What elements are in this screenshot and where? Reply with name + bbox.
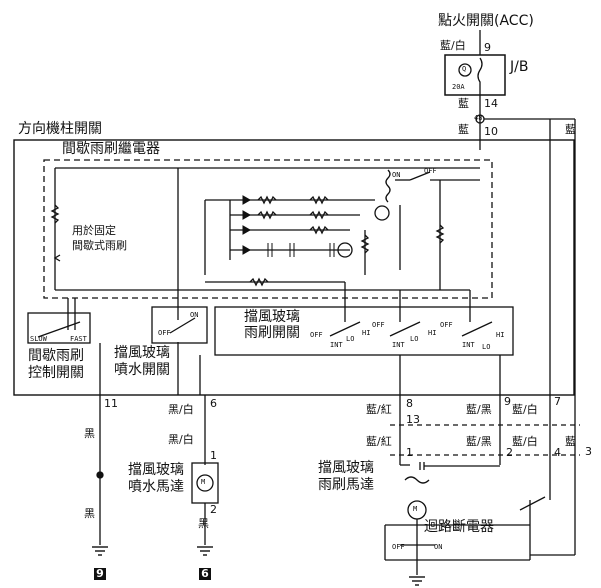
- label-blue-red-2: 藍/紅: [366, 435, 392, 448]
- wiper-switch-title: 擋風玻璃 雨刷開關: [244, 309, 300, 342]
- column-switch-box: [13, 139, 575, 396]
- fuse-rating: 20A: [452, 83, 465, 91]
- wiper-hi-2: HI: [428, 329, 437, 337]
- label-blue-right: 藍: [565, 123, 576, 136]
- wiper-switch-box: [214, 306, 514, 356]
- label-blue-black-2: 藍/黑: [466, 435, 492, 448]
- pin-8: 8: [406, 397, 413, 410]
- park-on-label: ON: [434, 543, 443, 551]
- ground-symbol: [92, 546, 425, 586]
- pin-label: 14: [484, 97, 498, 110]
- ground-9: 9: [94, 568, 106, 580]
- wiper-hi-1: HI: [362, 329, 371, 337]
- label-blue-white-2: 藍/白: [512, 435, 538, 448]
- junction-label: 48: [474, 114, 483, 122]
- relay-title: 間歇雨刷繼電器: [62, 141, 160, 157]
- pin-1a: 1: [210, 449, 217, 462]
- washer-off-label: OFF: [158, 329, 171, 337]
- label-black-bottom: 黑: [198, 517, 209, 530]
- breaker-title: 迴路斷電器: [424, 519, 494, 535]
- wiper-int-1: INT: [330, 341, 343, 349]
- relay-off-label: OFF: [424, 167, 437, 175]
- wiper-int-2: INT: [392, 341, 405, 349]
- intermittent-knob: [37, 321, 81, 338]
- diagram-title: 點火開關(ACC): [438, 13, 534, 29]
- slow-label: SLOW: [30, 335, 47, 343]
- park-off-label: OFF: [392, 543, 405, 551]
- resistor-r1: [50, 204, 60, 224]
- washer-switch-title: 擋風玻璃 噴水開關: [114, 345, 170, 378]
- jb-label: J/B: [510, 59, 529, 75]
- label-black-2: 黑: [84, 507, 95, 520]
- resistor-r4: [309, 195, 329, 205]
- intermittent-switch-box: [27, 312, 91, 344]
- label-blue-2: 藍: [565, 435, 576, 448]
- fixed-note: 用於固定 間歇式雨刷: [72, 224, 127, 252]
- fuse-element: [477, 57, 483, 95]
- washer-on-label: ON: [190, 311, 199, 319]
- capacitor-bank: [267, 243, 335, 257]
- ground-6: 6: [199, 568, 211, 580]
- washer-switch-box: [151, 306, 208, 344]
- pin-7: 7: [554, 395, 561, 408]
- pin-3: 3: [585, 445, 592, 458]
- pin-1b: 1: [406, 446, 413, 459]
- wiper-park-switch: [519, 496, 546, 511]
- relay-contact: [409, 171, 431, 181]
- label-blue-white-1: 藍/白: [512, 403, 538, 416]
- relay-coil: [385, 169, 391, 203]
- wiper-lo-3: LO: [482, 343, 491, 351]
- pin-13: 13: [406, 413, 420, 426]
- wiper-lo-1: LO: [346, 335, 355, 343]
- pin-label: 10: [484, 125, 498, 138]
- wiper-motor-field: [404, 476, 430, 484]
- intermittent-switch-title: 間歇雨刷 控制開關: [28, 348, 84, 381]
- label-blue-white-top: 藍/白: [440, 39, 466, 52]
- wiper-off-1: OFF: [310, 331, 323, 339]
- fuse-symbol-label: Q: [462, 65, 467, 73]
- resistor-r5: [309, 210, 329, 220]
- label-blue-black-1: 藍/黑: [466, 403, 492, 416]
- pin-11: 11: [104, 397, 118, 410]
- wiper-contact-1: [329, 321, 361, 337]
- diode-array: [242, 195, 252, 255]
- washer-motor-m: M: [201, 478, 206, 486]
- label-blue-jb: 藍: [458, 97, 469, 110]
- transistor-q1: [374, 205, 390, 221]
- pin-label: 9: [484, 41, 491, 54]
- wiper-off-2: OFF: [372, 321, 385, 329]
- washer-motor-symbol: [196, 474, 214, 492]
- washer-contact: [169, 317, 196, 334]
- resistor-r6: [309, 225, 329, 235]
- pin-2a: 2: [210, 503, 217, 516]
- label-blue-feed: 藍: [458, 123, 469, 136]
- wiper-hi-3: HI: [496, 331, 505, 339]
- resistor-r3: [257, 210, 277, 220]
- wiper-motor-m: M: [413, 505, 418, 513]
- pin-6: 6: [210, 397, 217, 410]
- wiper-contact-3: [461, 321, 493, 337]
- fuse-symbol: [458, 63, 472, 77]
- relay-on-label: ON: [392, 171, 401, 179]
- column-switch-title: 方向機柱開關: [18, 121, 102, 137]
- wiper-motor-title: 擋風玻璃 雨刷馬達: [318, 460, 374, 493]
- fast-label: FAST: [70, 335, 87, 343]
- label-black-1: 黑: [84, 427, 95, 440]
- relay-box: [43, 159, 493, 299]
- transistor-q2: [337, 242, 353, 258]
- wiper-lo-2: LO: [410, 335, 419, 343]
- jb-box: [444, 54, 506, 96]
- pin-4: 4: [554, 446, 561, 459]
- pin-2b: 2: [506, 446, 513, 459]
- wiper-contact-2: [389, 321, 421, 337]
- label-blue-red-1: 藍/紅: [366, 403, 392, 416]
- pin-9: 9: [504, 395, 511, 408]
- label-black-white-2: 黑/白: [168, 433, 194, 446]
- label-black-white-1: 黑/白: [168, 403, 194, 416]
- resistor-r2: [257, 195, 277, 205]
- wiper-int-3: INT: [462, 341, 475, 349]
- washer-motor-title: 擋風玻璃 噴水馬達: [128, 462, 184, 495]
- wiper-off-3: OFF: [440, 321, 453, 329]
